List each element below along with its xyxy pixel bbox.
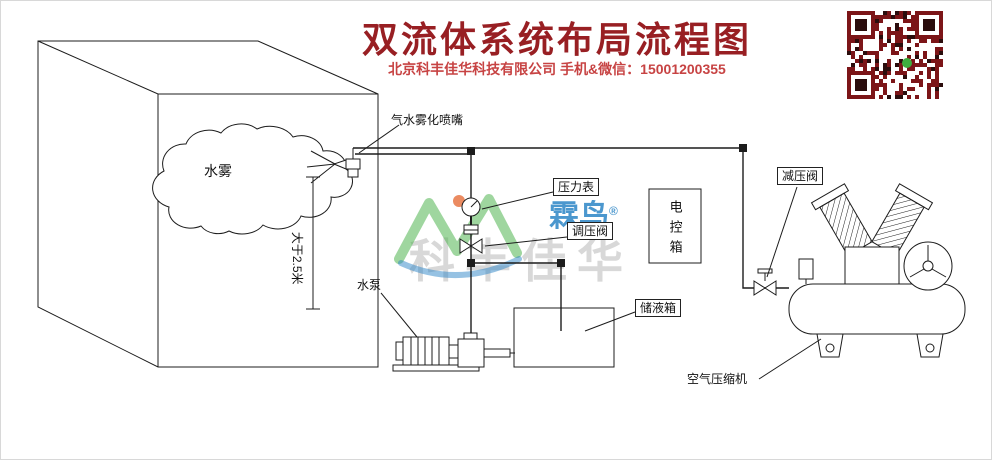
dimension-line [306,176,320,310]
watermark-swoosh-blue [398,256,522,278]
label-nozzle: 气水雾化喷嘴 [391,113,464,127]
label-storage-tank: 储液箱 [635,299,682,318]
registered-mark: ® [609,204,618,218]
return-pipe [471,262,562,331]
room-box [37,40,379,368]
air-compressor-symbol [788,183,966,358]
page-subtitle: 北京科丰佳华科技有限公司 手机&微信：15001200355 [388,61,726,77]
label-air-compressor: 空气压缩机 [687,372,748,386]
label-min-height: 大于2.5米 [290,231,305,285]
reducing-valve-symbol [753,268,777,296]
watermark-swoosh-green [394,194,522,264]
nozzle-spray [306,150,336,184]
storage-tank-symbol [513,307,615,368]
pipe-junctions [467,144,747,267]
label-reducing-valve: 减压阀 [777,167,824,186]
air-pipe [353,147,789,289]
water-pump-symbol [392,332,515,372]
control-box-symbol [648,188,702,264]
label-pressure-gauge: 压力表 [553,178,600,197]
mist-cloud [152,123,353,235]
label-pressure-regulator: 调压阀 [567,222,614,241]
leader-lines [358,124,822,380]
pressure-regulator-symbol [459,229,483,254]
pipes [353,147,789,334]
nozzle-symbol [332,148,361,178]
pressure-gauge-symbol [461,197,481,233]
label-control-box: 电控箱 [667,200,683,260]
qr-center-logo [902,58,912,68]
water-pipe [355,153,472,334]
page-title: 双流体系统布局流程图 [361,19,752,60]
qr-code [847,11,943,99]
label-water-mist: 水雾 [204,163,232,179]
label-water-pump: 水泵 [357,278,382,292]
